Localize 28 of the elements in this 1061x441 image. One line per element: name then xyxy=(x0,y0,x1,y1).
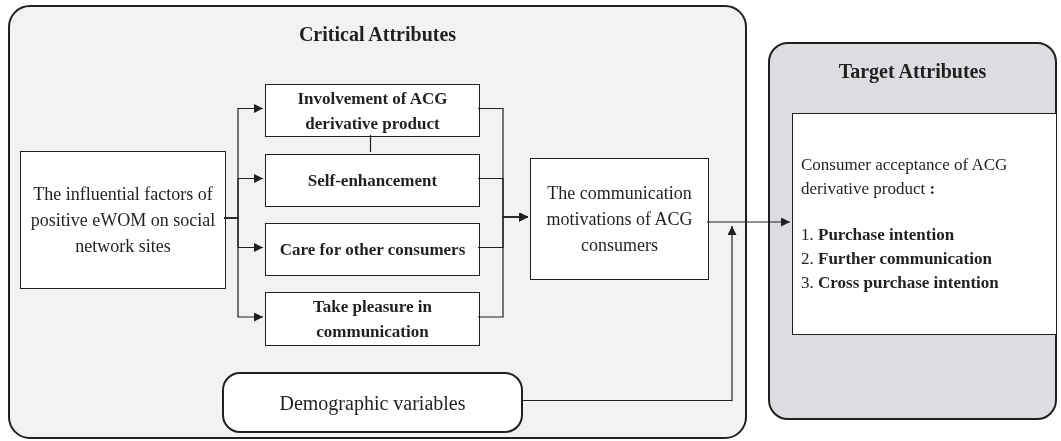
box-text: Self-enhancement xyxy=(307,170,438,192)
box-text: Consumer acceptance of ACG derivative product : xyxy=(801,154,1009,200)
arrow xyxy=(520,225,737,402)
list-item: 1. Purchase intention xyxy=(801,224,956,246)
box-text: The influential factors of positive eWOM on social network sites xyxy=(29,183,217,258)
panel-title: Target Attributes xyxy=(838,59,987,85)
group-panel xyxy=(8,5,747,439)
group-panel xyxy=(768,42,1057,420)
arrow xyxy=(223,217,264,322)
box-text: The communication motivations of ACG consumers xyxy=(545,182,694,257)
process-box xyxy=(530,158,709,280)
box-text: Care for other consumers xyxy=(279,239,466,261)
process-box xyxy=(20,151,226,289)
arrow xyxy=(477,212,529,318)
rounded-box xyxy=(222,372,523,433)
process-box xyxy=(265,154,480,207)
box-text: Demographic variables xyxy=(279,390,466,417)
arrow xyxy=(706,217,791,227)
process-box xyxy=(265,84,480,137)
connector-line xyxy=(369,134,372,153)
process-box xyxy=(265,223,480,276)
panel-title: Critical Attributes xyxy=(298,22,457,47)
process-box xyxy=(265,292,480,346)
box-text: Take pleasure in communication xyxy=(311,296,433,343)
box-text: Involvement of ACG derivative product xyxy=(296,87,449,135)
process-box xyxy=(792,113,1057,335)
list-item: 2. Further communication xyxy=(801,248,993,270)
list-item: 3. Cross purchase intention xyxy=(801,272,1000,294)
